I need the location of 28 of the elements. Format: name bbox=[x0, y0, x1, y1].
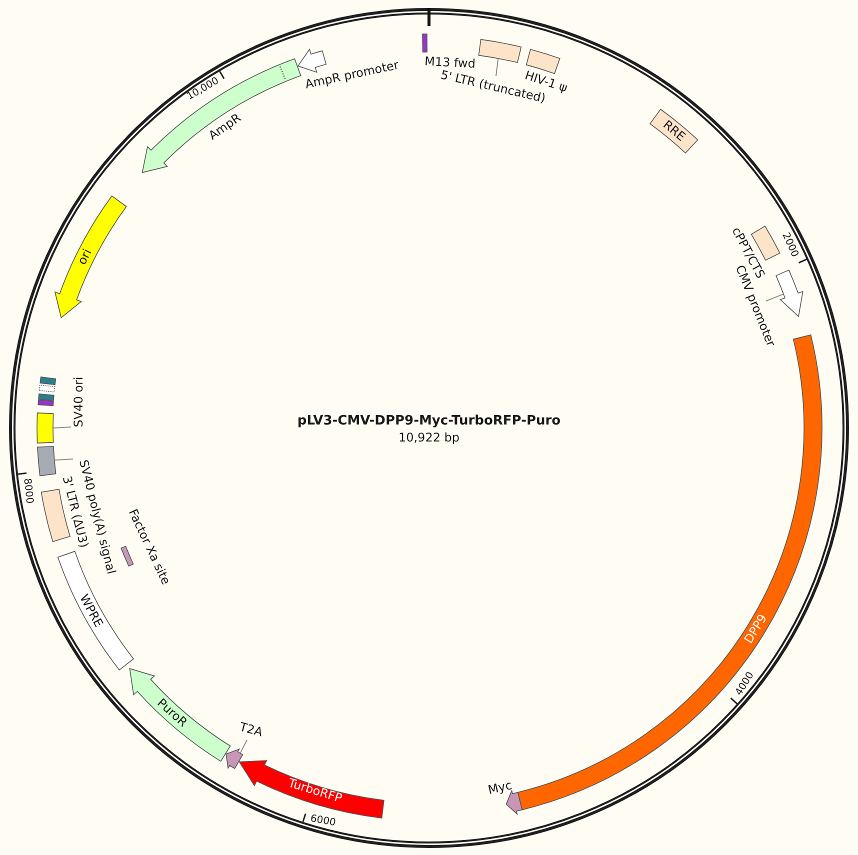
directional-feature bbox=[225, 748, 244, 770]
directional-feature bbox=[775, 269, 804, 317]
leader-line bbox=[240, 740, 248, 754]
leader-line bbox=[54, 458, 74, 461]
feature-mark bbox=[120, 545, 134, 567]
directional-feature bbox=[141, 58, 302, 174]
tick-label: 2000 bbox=[780, 231, 800, 259]
feature-label: ori bbox=[76, 247, 94, 267]
directional-feature bbox=[129, 668, 231, 762]
tick-label: 6000 bbox=[310, 813, 336, 829]
map-title: pLV3-CMV-DPP9-Myc-TurboRFP-Puro bbox=[297, 414, 561, 428]
directional-feature bbox=[297, 48, 327, 73]
feature-label: Myc bbox=[486, 778, 514, 798]
feature-label: T2A bbox=[238, 720, 264, 740]
feature-mark bbox=[421, 33, 428, 53]
sequence-length: 10,922 bp bbox=[398, 432, 460, 444]
feature-box bbox=[36, 412, 54, 444]
feature-mark bbox=[37, 376, 57, 407]
feature-box bbox=[36, 445, 57, 477]
directional-feature bbox=[54, 195, 127, 319]
tick-label: 8000 bbox=[21, 478, 35, 504]
feature-box bbox=[478, 38, 522, 64]
feature-label: M13 fwd bbox=[424, 55, 476, 71]
leader-line bbox=[766, 294, 784, 302]
leader-line bbox=[52, 426, 72, 428]
feature-band bbox=[649, 108, 699, 154]
leader-line bbox=[496, 58, 499, 76]
feature-label: SV40 ori bbox=[72, 376, 86, 428]
